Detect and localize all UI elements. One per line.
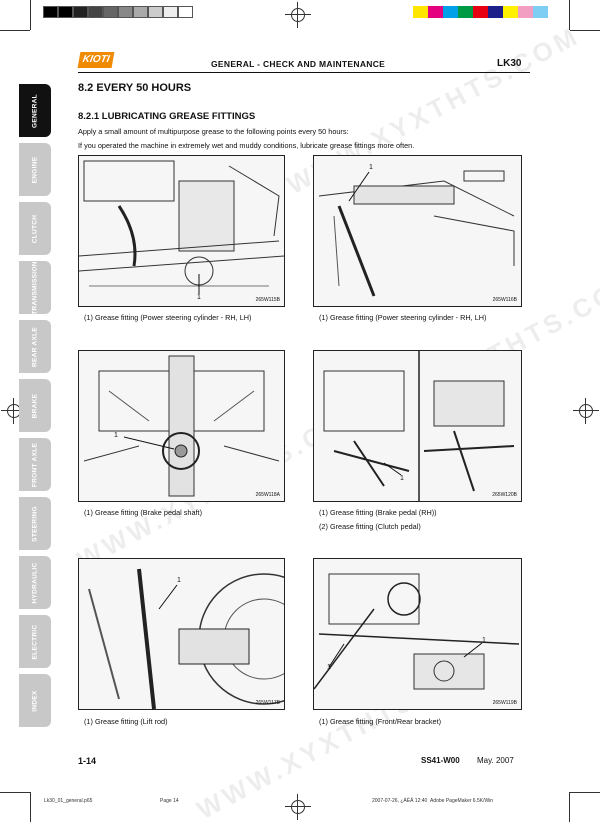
tab-general[interactable]: GENERAL [19, 84, 51, 137]
instruction-paragraph: If you operated the machine in extremely… [78, 141, 415, 150]
header-rule [78, 72, 530, 73]
figure-code: 265W117B [255, 700, 280, 706]
registration-mark-right [573, 398, 599, 424]
figure-code: 265W118A [255, 492, 280, 498]
figure-caption: (1) Grease fitting (Front/Rear bracket) [319, 717, 442, 726]
slug-page: Page 14 [160, 798, 179, 804]
callout-number: 1 [177, 577, 181, 584]
tab-clutch[interactable]: CLUTCH [19, 202, 51, 255]
slug-application: Adobe PageMaker 6.5K/Win [430, 798, 494, 804]
callout-number: 1 [482, 637, 486, 644]
crop-mark [0, 792, 30, 793]
crop-mark [570, 30, 600, 31]
callout-number: 1 [114, 432, 118, 439]
registration-mark-top [285, 2, 311, 28]
crop-mark [0, 30, 30, 31]
figure-power-steering-cylinder-1: 1 265W115B [78, 155, 285, 307]
figure-caption: (1) Grease fitting (Brake pedal shaft) [84, 508, 203, 517]
figure-brake-pedal-shaft: 1 265W118A [78, 350, 285, 502]
callout-number: 1 [327, 664, 331, 671]
crop-mark [569, 0, 570, 30]
figure-power-steering-cylinder-2: 1 265W116B [313, 155, 522, 307]
kioti-logo: KIOTI [77, 52, 115, 68]
figure-illustration [318, 170, 515, 297]
figure-illustration [323, 351, 515, 501]
figure-caption: (2) Grease fitting (Clutch pedal) [319, 522, 421, 531]
figure-code: 265W120B [492, 492, 517, 498]
registration-mark-bottom [285, 794, 311, 820]
figure-caption: (1) Grease fitting (Power steering cylin… [84, 313, 252, 322]
figure-illustration [314, 573, 520, 690]
document-code: SS41-W00 [421, 756, 460, 765]
figure-caption: (1) Grease fitting (Lift rod) [84, 717, 168, 726]
figure-brake-clutch-pedal: 1 265W120B [313, 350, 522, 502]
crop-mark [30, 792, 31, 822]
tab-index[interactable]: INDEX [19, 674, 51, 727]
slug-timestamp: 2007-07-26, ¿ÀÈÄ 12:40 [372, 798, 428, 804]
tab-steering[interactable]: STEERING [19, 497, 51, 550]
tab-rear-axle[interactable]: REAR AXLE [19, 320, 51, 373]
color-bar [413, 6, 548, 18]
figure-illustration [79, 160, 284, 294]
crop-mark [569, 792, 570, 822]
figure-front-rear-bracket: 1 1 265W119B [313, 558, 522, 710]
figure-code: 265W116B [492, 297, 517, 303]
figure-lift-rod: 1 265W117B [78, 558, 285, 710]
figure-caption: (1) Grease fitting (Power steering cylin… [319, 313, 487, 322]
tab-transmission[interactable]: TRANSMISSION [19, 261, 51, 314]
header-title: GENERAL - CHECK AND MAINTENANCE [211, 59, 386, 69]
callout-number: 1 [197, 294, 201, 301]
figure-illustration [83, 355, 280, 497]
header-model: LK30 [497, 58, 522, 69]
figure-illustration [88, 568, 284, 709]
tab-electric[interactable]: ELECTRIC [19, 615, 51, 668]
section-heading: 8.2 EVERY 50 HOURS [78, 82, 192, 94]
tab-hydraulic[interactable]: HYDRAULIC [19, 556, 51, 609]
tab-front-axle[interactable]: FRONT AXLE [19, 438, 51, 491]
figure-code: 265W119B [492, 700, 517, 706]
tab-brake[interactable]: BRAKE [19, 379, 51, 432]
crop-mark [570, 792, 600, 793]
figure-caption: (1) Grease fitting (Brake pedal (RH)) [319, 508, 437, 517]
section-subheading: 8.2.1 LUBRICATING GREASE FITTINGS [78, 111, 256, 122]
tab-engine[interactable]: ENGINE [19, 143, 51, 196]
figure-code: 265W115B [255, 297, 280, 303]
crop-mark [30, 0, 31, 30]
grayscale-bar [43, 6, 193, 18]
page-number: 1-14 [78, 756, 97, 766]
instruction-paragraph: Apply a small amount of multipurpose gre… [78, 127, 349, 136]
callout-number: 1 [369, 164, 373, 171]
callout-number: 1 [400, 475, 404, 482]
document-date: May. 2007 [477, 756, 514, 765]
slug-filename: Lk30_01_general.p65 [44, 798, 93, 804]
